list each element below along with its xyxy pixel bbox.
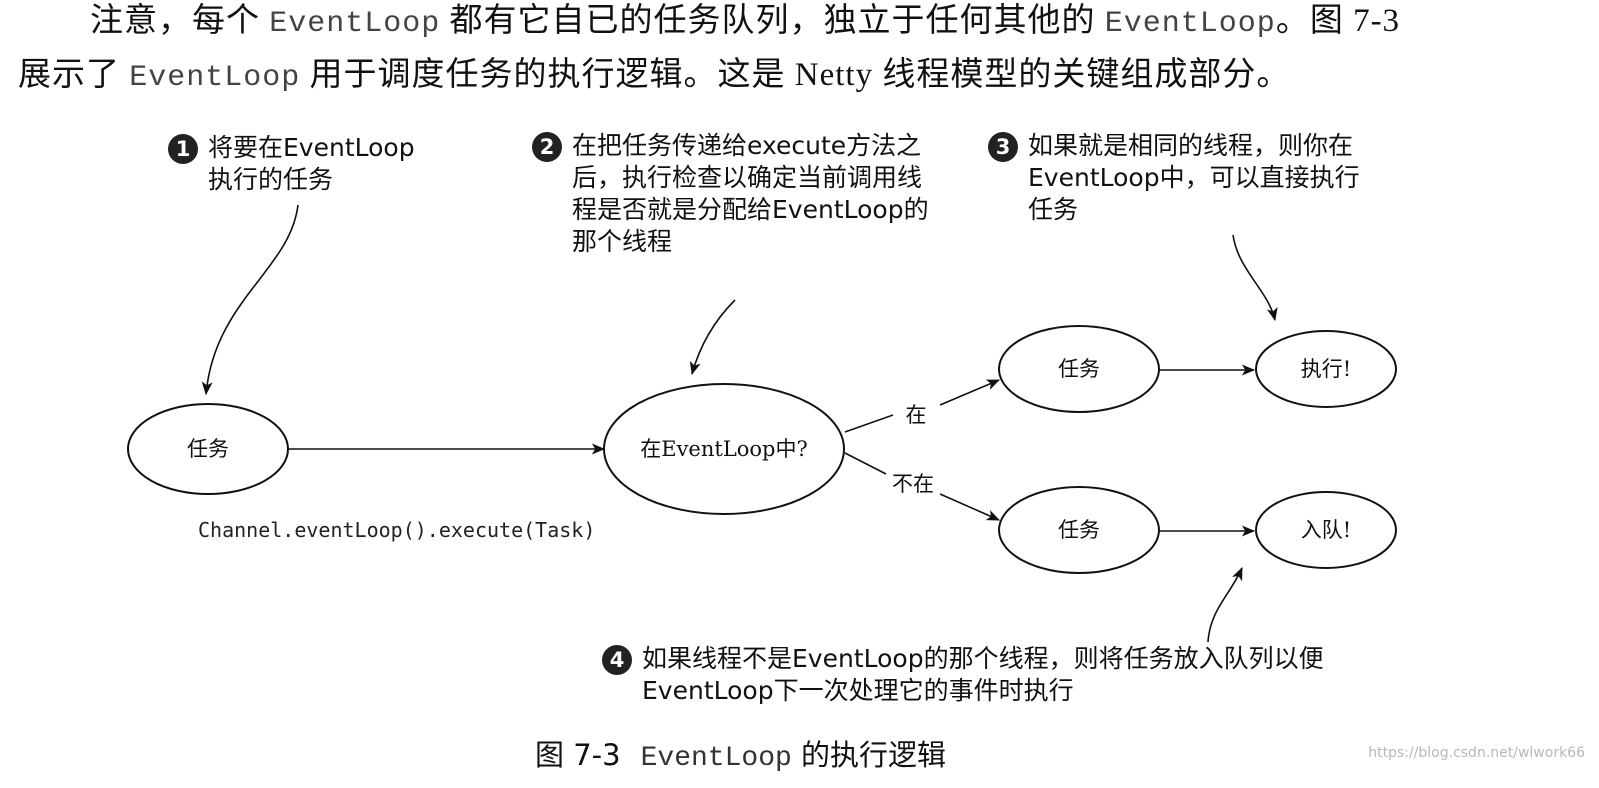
callout-2: 2 在把任务传递给execute方法之后，执行检查以确定当前调用线程是否就是分配… bbox=[532, 130, 972, 258]
intro-line1-segment-4: 。图 7-3 bbox=[1275, 3, 1401, 39]
callout-2-text: 在把任务传递给execute方法之后，执行检查以确定当前调用线程是否就是分配给E… bbox=[572, 131, 929, 256]
intro-paragraph-line-1: 注意，每个 EventLoop 都有它自已的任务队列，独立于任何其他的 Even… bbox=[90, 0, 1599, 52]
edge-label-no: 不在 bbox=[892, 472, 934, 496]
intro-paragraph-line-2: 展示了 EventLoop 用于调度任务的执行逻辑。这是 Netty 线程模型的… bbox=[18, 48, 1593, 106]
edge-decision-to-yes-b bbox=[939, 379, 1001, 406]
node-task-yes bbox=[998, 325, 1160, 413]
node-task-no-label: 任务 bbox=[1058, 518, 1100, 542]
figure-caption-rest: 的执行逻辑 bbox=[791, 738, 947, 772]
intro-line1-segment-1: EventLoop bbox=[269, 7, 441, 41]
node-enqueue-label: 入队! bbox=[1301, 518, 1351, 542]
callout-3-number-badge: 3 bbox=[988, 132, 1018, 162]
intro-line2-segment-0: 展示了 bbox=[18, 57, 130, 93]
edge-label-yes: 在 bbox=[906, 403, 927, 427]
node-enqueue bbox=[1255, 491, 1397, 569]
edge-decision-to-yes-a bbox=[844, 414, 894, 433]
node-execute bbox=[1255, 330, 1397, 408]
node-task-start-label: 任务 bbox=[187, 437, 229, 461]
figure-caption-label: 图 7-3 bbox=[535, 738, 621, 772]
intro-line2-segment-1: EventLoop bbox=[129, 61, 301, 95]
code-snippet: Channel.eventLoop().execute(Task) bbox=[198, 518, 595, 542]
node-task-start bbox=[127, 403, 289, 495]
figure-caption: 图 7-3 EventLoop 的执行逻辑 bbox=[535, 732, 946, 774]
intro-line1-segment-2: 都有它自已的任务队列，独立于任何其他的 bbox=[440, 3, 1105, 39]
watermark-url: https://blog.csdn.net/wlwork66 bbox=[1368, 745, 1585, 761]
callout-4-leader bbox=[1207, 566, 1243, 643]
callout-2-leader bbox=[689, 299, 736, 376]
figure-caption-mono: EventLoop bbox=[640, 743, 792, 774]
callout-1-leader bbox=[201, 204, 299, 396]
node-task-yes-label: 任务 bbox=[1058, 357, 1100, 381]
node-decision-label: 在EventLoop中? bbox=[640, 437, 808, 461]
callout-3-leader bbox=[1232, 234, 1278, 322]
callout-2-number-badge: 2 bbox=[532, 132, 562, 162]
intro-line1-segment-0: 注意，每个 bbox=[90, 3, 270, 39]
intro-line2-segment-2: 用于调度任务的执行逻辑。这是 Netty 线程模型的关键组成部分。 bbox=[300, 57, 1291, 93]
edge-decision-to-no-b bbox=[939, 493, 1001, 521]
node-execute-label: 执行! bbox=[1301, 357, 1351, 381]
node-decision bbox=[603, 383, 845, 515]
intro-line1-segment-3: EventLoop bbox=[1104, 7, 1276, 41]
edge-decision-to-no-a bbox=[844, 452, 887, 475]
callout-1-number-badge: 1 bbox=[168, 134, 198, 164]
callout-4-number-badge: 4 bbox=[602, 645, 632, 675]
node-task-no bbox=[998, 486, 1160, 574]
